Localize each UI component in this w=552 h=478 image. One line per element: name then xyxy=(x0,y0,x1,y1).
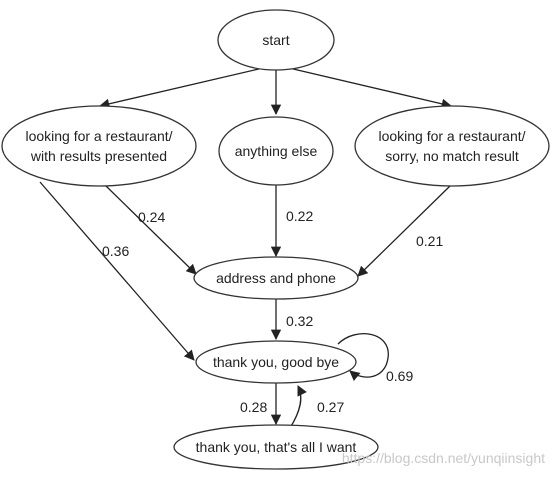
node-start-label: start xyxy=(262,32,289,48)
edge-labels: 0.24 0.36 0.22 0.21 0.32 0.69 0.28 0.27 xyxy=(102,208,443,415)
label-anything-to-address: 0.22 xyxy=(286,208,313,224)
label-address-to-thankyou: 0.32 xyxy=(286,313,313,329)
label-thankyou-self: 0.69 xyxy=(386,368,413,384)
label-results-to-thankyou: 0.36 xyxy=(102,243,129,259)
label-thankyou-to-all: 0.28 xyxy=(240,399,267,415)
node-address-phone-label: address and phone xyxy=(216,270,336,286)
node-restaurant-no-match: looking for a restaurant/ sorry, no matc… xyxy=(354,105,550,187)
edge-nomatch-to-address xyxy=(357,185,451,277)
node-anything-else-label: anything else xyxy=(235,143,318,159)
node-restaurant-no-match-line2: sorry, no match result xyxy=(385,148,519,164)
edge-all-to-thankyou xyxy=(289,385,307,429)
node-anything-else: anything else xyxy=(218,116,334,186)
node-restaurant-results-line2: with results presented xyxy=(30,148,167,164)
edge-results-to-thankyou xyxy=(39,181,195,361)
node-restaurant-results-line1: looking for a restaurant/ xyxy=(25,128,172,144)
edge-start-to-nomatch xyxy=(288,67,453,109)
label-nomatch-to-address: 0.21 xyxy=(416,233,443,249)
node-start: start xyxy=(217,9,335,71)
label-results-to-address: 0.24 xyxy=(138,209,165,225)
node-thank-you-all: thank you, that's all I want xyxy=(173,424,379,470)
node-thank-you-bye: thank you, good bye xyxy=(195,340,357,384)
label-all-to-thankyou: 0.27 xyxy=(317,399,344,415)
watermark: https://blog.csdn.net/yunqiinsight xyxy=(342,450,545,466)
node-restaurant-no-match-line1: looking for a restaurant/ xyxy=(378,128,525,144)
node-thank-you-bye-label: thank you, good bye xyxy=(213,354,339,370)
node-address-phone: address and phone xyxy=(193,256,359,300)
edge-start-to-results xyxy=(98,67,264,109)
edge-thankyou-self-loop xyxy=(337,333,389,381)
edges xyxy=(39,67,453,429)
node-thank-you-all-label: thank you, that's all I want xyxy=(196,439,357,455)
edge-results-to-address xyxy=(105,185,197,275)
node-restaurant-results: looking for a restaurant/ with results p… xyxy=(1,105,197,187)
